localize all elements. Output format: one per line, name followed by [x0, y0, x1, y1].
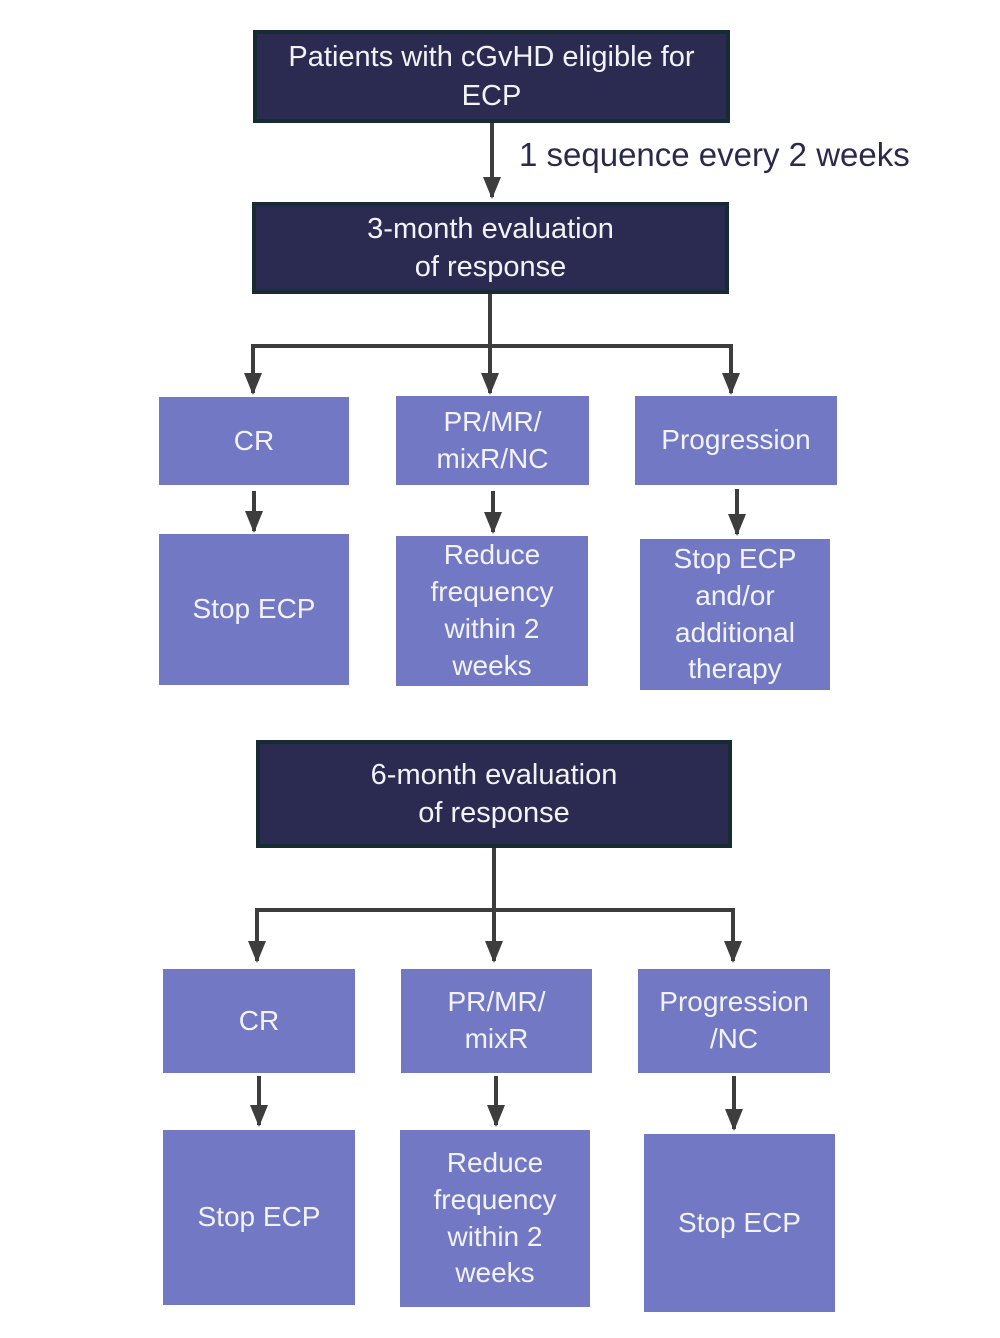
eval3-action-reduce-frequency: Reduce frequency within 2 weeks [396, 536, 588, 686]
eval3-action-stop-ecp-additional: Stop ECP and/or additional therapy [640, 539, 830, 690]
eval6-action-stop-ecp-right: Stop ECP [644, 1134, 835, 1312]
eval6-branch-progression-nc: Progression /NC [638, 969, 830, 1073]
eval6-action-reduce-frequency: Reduce frequency within 2 weeks [400, 1130, 590, 1307]
eval3-action-stop-ecp: Stop ECP [159, 534, 349, 685]
eval6-branch-prmr: PR/MR/ mixR [401, 969, 592, 1073]
eval6-branch-cr: CR [163, 969, 355, 1073]
eval3-branch-progression: Progression [635, 396, 837, 485]
eval-6month-box: 6-month evaluation of response [256, 740, 732, 848]
sequence-note: 1 sequence every 2 weeks [519, 136, 910, 173]
eval3-branch-cr: CR [159, 397, 349, 485]
eval-3month-box: 3-month evaluation of response [252, 202, 729, 294]
eval6-action-stop-ecp-left: Stop ECP [163, 1130, 355, 1305]
start-box: Patients with cGvHD eligible for ECP [253, 30, 730, 123]
eval3-branch-prmr: PR/MR/ mixR/NC [396, 396, 589, 485]
